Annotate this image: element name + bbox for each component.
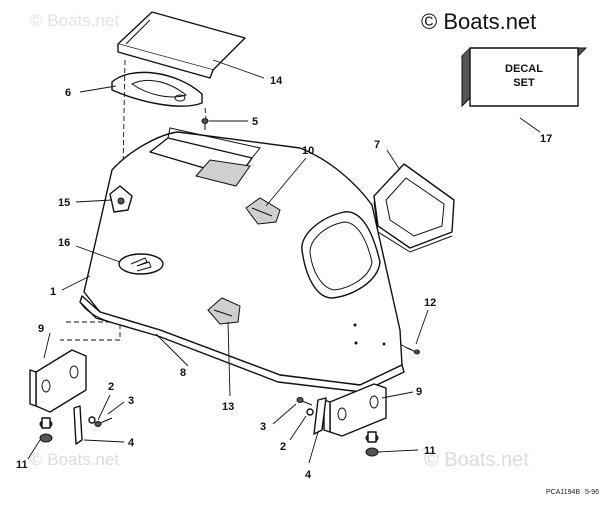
callout-5: 5 [252, 116, 258, 128]
callout-2-right: 2 [280, 441, 286, 453]
mount-bracket-left [29, 349, 87, 413]
window-panel [373, 163, 455, 253]
callout-11-right: 11 [424, 445, 436, 457]
callout-13: 13 [222, 401, 234, 413]
decal-set-label-line1: DECAL [505, 63, 543, 75]
engine-cover [79, 127, 405, 393]
alignment-line-screw [204, 107, 207, 119]
decal-piece-13 [207, 297, 241, 325]
handle-grip [111, 71, 203, 107]
rubber-mount-left [39, 417, 53, 443]
emblem [118, 253, 164, 275]
hardware-right [296, 397, 327, 435]
leader-lines [27, 59, 541, 464]
callout-15: 15 [58, 197, 70, 209]
callout-4-left: 4 [128, 437, 135, 449]
alignment-line-bracket [60, 321, 121, 341]
callout-8: 8 [180, 367, 186, 379]
footer-code: PCA1194B [546, 489, 580, 496]
callout-3-right: 3 [260, 421, 266, 433]
watermark-main: © Boats.net [421, 9, 536, 34]
latch-knob [109, 185, 133, 213]
callout-16: 16 [58, 237, 70, 249]
watermark-corner: © Boats.net [30, 11, 119, 30]
decal-set-box [460, 47, 588, 108]
watermark-bottom-right: © Boats.net [424, 449, 529, 471]
hardware-left [73, 405, 113, 445]
callout-11-left: 11 [16, 459, 28, 471]
callout-17: 17 [540, 133, 552, 145]
callout-1: 1 [50, 286, 56, 298]
callout-4-right: 4 [305, 469, 312, 481]
callout-7: 7 [374, 139, 380, 151]
rubber-mount-right [365, 431, 379, 457]
callout-12: 12 [424, 297, 436, 309]
rivet [404, 346, 420, 355]
mount-bracket-right [323, 383, 387, 437]
footer-date: 5-96 [585, 489, 599, 496]
decal-piece-10 [245, 197, 281, 225]
watermark-bottom-left: © Boats.net [30, 450, 119, 469]
callout-14: 14 [270, 75, 283, 87]
callout-10: 10 [302, 145, 314, 157]
callout-9-right: 9 [416, 386, 422, 398]
callout-9-left: 9 [38, 323, 44, 335]
cover-plate [117, 11, 246, 79]
decal-set-label-line2: SET [513, 77, 535, 89]
screw [201, 118, 209, 130]
alignment-line-cover [122, 59, 126, 171]
callout-2-left: 2 [108, 381, 114, 393]
callout-6: 6 [65, 87, 71, 99]
callout-3-left: 3 [128, 395, 134, 407]
